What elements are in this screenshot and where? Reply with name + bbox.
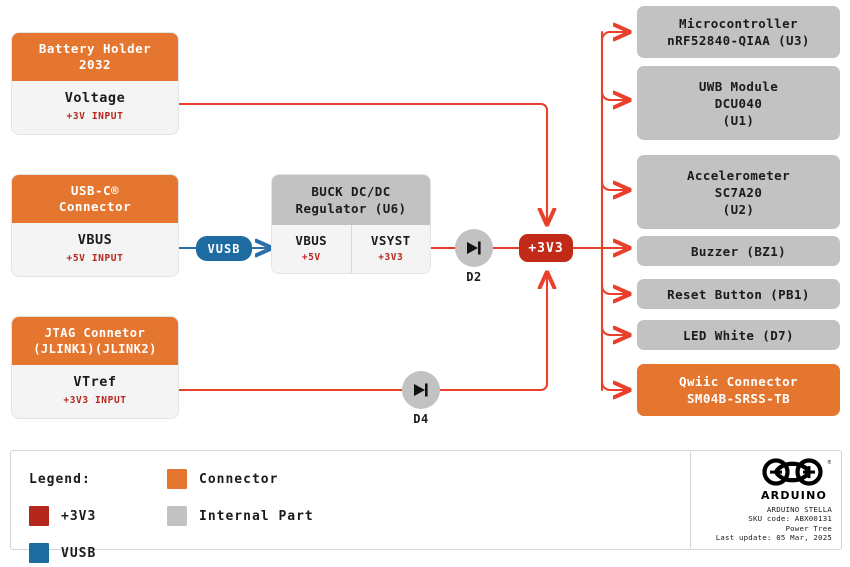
diode-icon (467, 241, 481, 255)
legend-title: Legend: (29, 471, 91, 487)
arduino-wordmark: ARDUINO (760, 489, 828, 502)
legend-swatch-vusb (29, 543, 49, 563)
legend-label: VUSB (61, 545, 97, 561)
diode-d4-ref: D4 (413, 412, 429, 426)
voltage-label: +3V INPUT (66, 111, 124, 122)
legend-label: +3V3 (61, 508, 97, 524)
legend-title-cell: Legend: (29, 472, 167, 487)
legend-swatch-3v3 (29, 506, 49, 526)
wire-d4-to-rail (438, 272, 547, 392)
legend: Legend: Connector +3V3 Internal Part (10, 450, 692, 563)
rail-label: +3V3 (528, 240, 564, 256)
net-label-text: VUSB (207, 241, 241, 256)
legend-item-vusb: VUSB (29, 543, 167, 563)
voltage-label: +5V INPUT (66, 253, 124, 264)
title-block-metadata: ARDUINO STELLA SKU code: ABX00131 Power … (716, 505, 832, 543)
diode-d4 (402, 371, 440, 409)
last-update: Last update: 05 Mar, 2025 (715, 533, 832, 543)
net-label-vusb: VUSB (196, 236, 252, 261)
legend-row: Legend: Connector (29, 465, 314, 493)
block-buzzer[interactable]: Buzzer (BZ1) (637, 236, 840, 266)
diode-icon (414, 383, 428, 397)
svg-text:®: ® (827, 459, 831, 466)
rail-voltage: +5V (301, 252, 321, 263)
voltage-label: +3V3 INPUT (63, 395, 127, 406)
rail-voltage: +3V3 (378, 252, 404, 263)
legend-row: +3V3 Internal Part (29, 502, 314, 530)
block-header: JTAG Connetor(JLINK1)(JLINK2) (12, 317, 178, 365)
legend-swatch-internal-part (167, 506, 187, 526)
legend-label: Connector (199, 471, 279, 487)
block-led-white[interactable]: LED White (D7) (637, 320, 840, 350)
block-header: USB-C®Connector (12, 175, 178, 223)
block-reset-button[interactable]: Reset Button (PB1) (637, 279, 840, 309)
rail-name: VSYST (370, 233, 411, 248)
net-name: Voltage (64, 90, 126, 106)
branch-uwb (600, 92, 630, 100)
diode-d2-ref: D2 (466, 270, 482, 284)
legend-label: Internal Part (199, 508, 314, 524)
arduino-infinity-logo-icon: ® (762, 458, 832, 486)
legend-item-connector: Connector (167, 469, 278, 489)
product-name: ARDUINO STELLA (766, 504, 832, 514)
legend-item-3v3: +3V3 (29, 506, 167, 526)
regulator-rail-vbus: VBUS +5V (272, 225, 351, 273)
net-name: VBUS (77, 232, 113, 248)
legend-item-internal-part: Internal Part (167, 506, 314, 526)
net-name: VTref (73, 374, 117, 390)
branch-microcontroller (600, 32, 630, 40)
arduino-brand: ® ARDUINO (757, 457, 832, 502)
document-type: Power Tree (785, 523, 832, 533)
sku-code: SKU code: ABX00131 (748, 514, 832, 524)
branch-accelerometer (600, 182, 630, 190)
legend-content: Legend: Connector +3V3 Internal Part (29, 465, 314, 567)
block-body: VTref +3V3 INPUT (12, 365, 178, 418)
block-body: Voltage +3V INPUT (12, 81, 178, 134)
branch-led-white (600, 327, 630, 335)
rail-node-3v3: +3V3 (519, 234, 573, 262)
block-label: Reset Button (PB1) (667, 286, 810, 302)
title-block: ® ARDUINO ARDUINO STELLA SKU code: ABX00… (690, 450, 842, 550)
block-usb-c-connector[interactable]: USB-C®Connector VBUS +5V INPUT (12, 175, 178, 276)
branch-qwiic (600, 382, 630, 390)
legend-row: VUSB (29, 539, 314, 567)
rail-name: VBUS (295, 233, 328, 248)
block-body: VBUS +5V INPUT (12, 223, 178, 276)
block-label: Buzzer (BZ1) (690, 243, 787, 259)
block-jtag-connector[interactable]: JTAG Connetor(JLINK1)(JLINK2) VTref +3V3… (12, 317, 178, 418)
regulator-rail-vsyst: VSYST +3V3 (350, 225, 431, 273)
legend-swatch-connector (167, 469, 187, 489)
diode-d2 (455, 229, 493, 267)
branch-reset-button (600, 286, 630, 294)
block-label: LED White (D7) (683, 327, 794, 343)
regulator-rails: VBUS +5V VSYST +3V3 (272, 225, 430, 273)
